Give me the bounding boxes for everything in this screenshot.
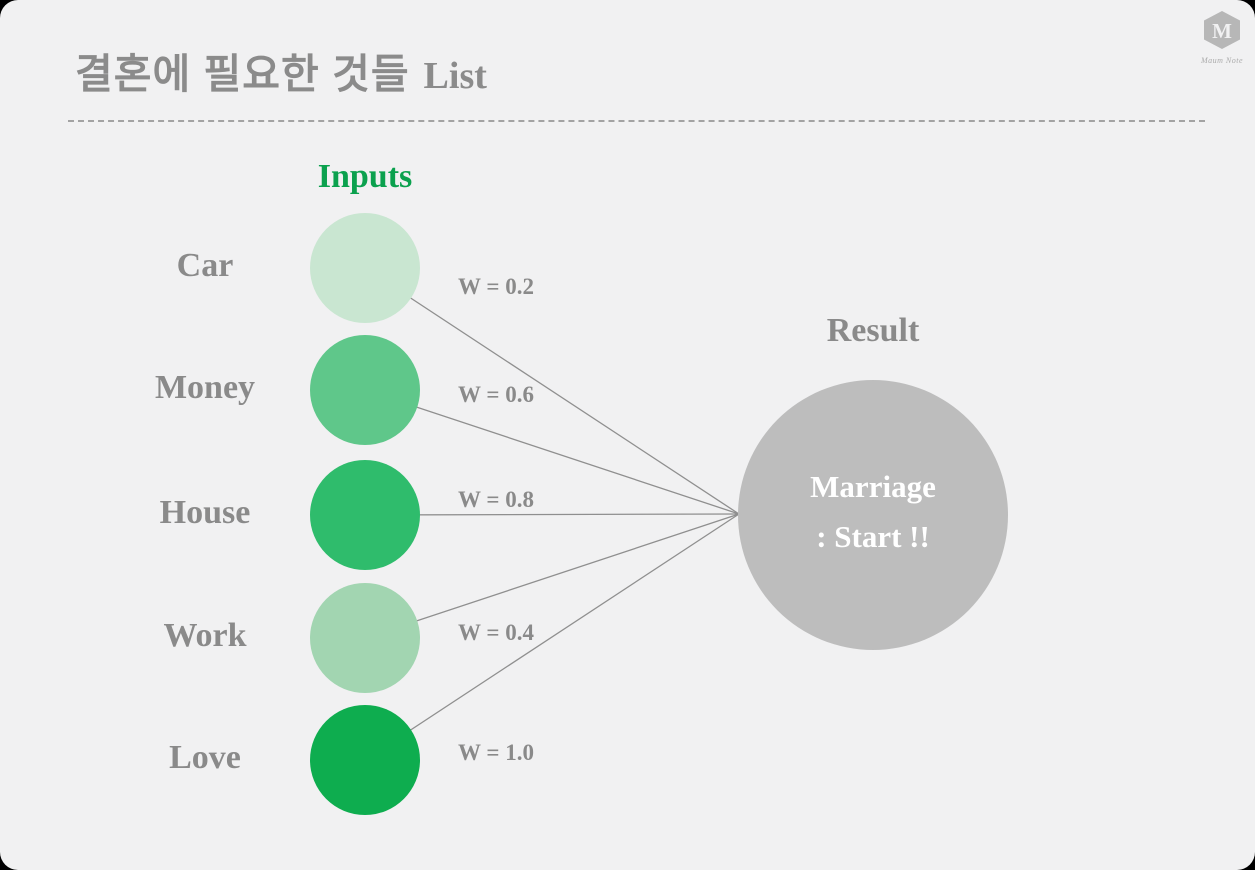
node-circle-car [310, 213, 420, 323]
connection-line-work [364, 513, 740, 639]
node-label-car: Car [176, 247, 234, 284]
connection-line-love [364, 513, 740, 761]
node-label-work: Work [163, 617, 247, 654]
connection-line-car [364, 267, 740, 515]
node-label-love: Love [169, 739, 241, 776]
svg-text:M: M [1212, 19, 1232, 43]
weight-label-love: W = 1.0 [458, 740, 534, 765]
node-label-house: House [159, 494, 251, 531]
weight-label-house: W = 0.8 [458, 487, 534, 512]
result-column-label: Result [826, 312, 920, 349]
node-circle-money [310, 335, 420, 445]
watermark-caption: Maum Note [1200, 56, 1244, 65]
connection-line-house [364, 513, 740, 516]
page-title-suffix: List [423, 55, 487, 97]
result-node-text: Marriage : Start !! [738, 462, 1008, 562]
weight-label-car: W = 0.2 [458, 274, 534, 299]
node-label-money: Money [154, 369, 256, 406]
weight-label-work: W = 0.4 [458, 620, 534, 645]
inputs-column-label: Inputs [317, 158, 413, 195]
hexagon-m-icon: M [1204, 11, 1240, 49]
node-circle-work [310, 583, 420, 693]
page-title-korean: 결혼에 필요한 것들 [75, 51, 410, 97]
connection-line-money [364, 389, 740, 515]
node-circle-love [310, 705, 420, 815]
page-title: 결혼에 필요한 것들 List [75, 40, 487, 100]
result-node-line1: Marriage [810, 469, 936, 504]
watermark-logo: M Maum Note [1190, 10, 1254, 65]
weight-label-money: W = 0.6 [458, 382, 534, 407]
dashed-divider [68, 120, 1205, 122]
result-node-circle [738, 380, 1008, 650]
node-circle-house [310, 460, 420, 570]
result-node-line2: : Start !! [816, 519, 930, 554]
